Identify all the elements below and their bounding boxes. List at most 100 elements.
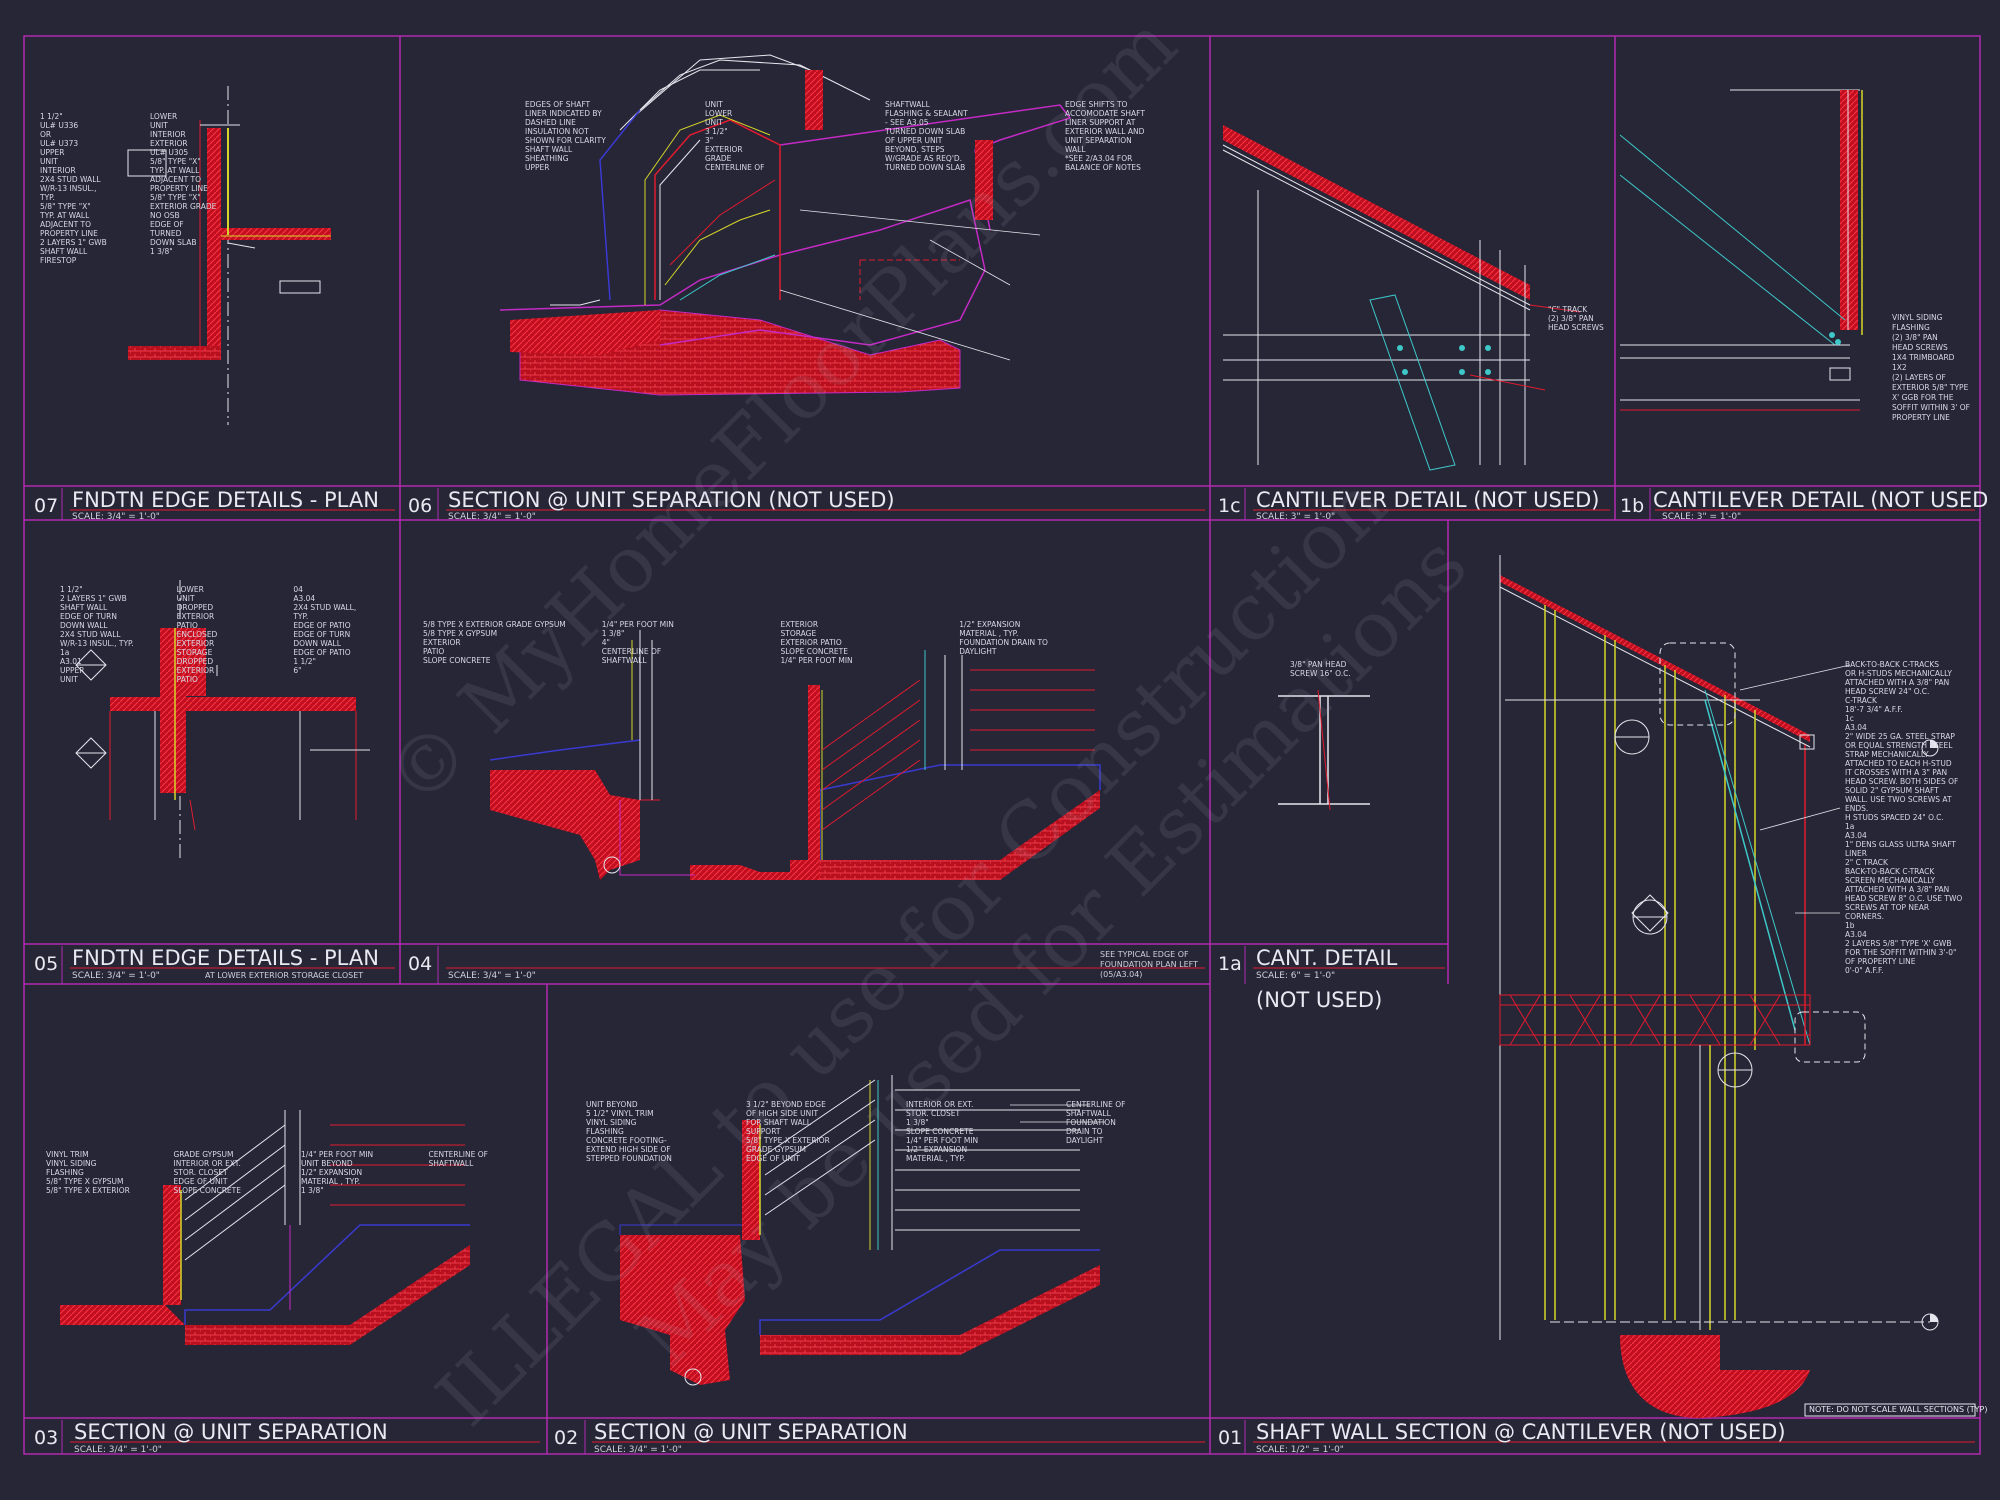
annotation-line: EXTERIOR WALL AND — [1065, 127, 1145, 136]
panel-number: 1a — [1218, 953, 1242, 975]
annotation-line: FOR SHAFT WALL — [746, 1118, 811, 1127]
annotation-line: 1 3/8" — [906, 1118, 929, 1127]
annotation-line: 5/8" TYPE "X" — [40, 202, 91, 211]
annotation-line: EXTERIOR — [176, 666, 215, 675]
annotation-line: PROPERTY LINE — [1892, 413, 1950, 422]
annotation-line: TYP. AT WALL — [40, 211, 90, 220]
panel-scale: SCALE: 6" = 1'-0" — [1256, 971, 1336, 981]
annotation-line: *SEE 2/A3.04 FOR — [1065, 154, 1133, 163]
annotation-line: EXTERIOR GRADE — [150, 202, 217, 211]
annotation-line: TURNED — [150, 229, 182, 238]
annotation-line: 1c — [1845, 714, 1854, 723]
annotation-line: TURNED DOWN SLAB — [885, 163, 966, 172]
annotation-line: BEYOND, STEPS — [885, 145, 945, 154]
panel-note: NOTE: DO NOT SCALE WALL SECTIONS (TYP) — [1809, 1405, 1988, 1414]
annotation-line: OR EQUAL STRENGTH STEEL — [1845, 741, 1953, 750]
annotation-line: 2 LAYERS 5/8" TYPE 'X' GWB — [1845, 939, 1952, 948]
annotation-line: UNIT — [40, 157, 58, 166]
annotation-line: 1/2" EXPANSION — [906, 1145, 968, 1154]
panel-number: 1c — [1218, 495, 1241, 517]
annotation-line: 04 — [293, 585, 303, 594]
annotation-line: SOLID 2" GYPSUM SHAFT — [1845, 786, 1939, 795]
annotation-line: INTERIOR OR EXT. — [173, 1159, 241, 1168]
annotation-line: LOWER — [150, 112, 178, 121]
annotation-line: GRADE GYPSUM — [746, 1145, 807, 1154]
sheet-frame — [23, 35, 1981, 1455]
panel-number: 01 — [1218, 1427, 1243, 1449]
annotation-line: EXTEND HIGH SIDE OF — [586, 1145, 671, 1154]
panel-06-drawing — [499, 54, 1072, 396]
annotation-line: UNIT — [705, 118, 723, 127]
title-bars — [61, 488, 1651, 1454]
annotation-line: WALL. USE TWO SCREWS AT — [1845, 795, 1952, 804]
panel-scale: SCALE: 3/4" = 1'-0" — [72, 971, 160, 981]
annotation-line: ATTACHED WITH A 3/8" PAN — [1845, 678, 1950, 687]
panel-scale: SCALE: 3" = 1'-0" — [1662, 512, 1742, 522]
annotation-line: 1b — [1845, 921, 1855, 930]
annotation-line: DAYLIGHT — [1066, 1136, 1104, 1145]
annotation-line: 2" WIDE 25 GA. STEEL STRAP — [1845, 732, 1955, 741]
panel-note: SEE TYPICAL EDGE OF FOUNDATION PLAN LEFT… — [1100, 950, 1199, 979]
annotation-line: SHAFT WALL — [40, 247, 88, 256]
annotation-line: SHAFT WALL — [525, 145, 573, 154]
annotation-line: SHAFTWALL — [428, 1159, 474, 1168]
annotation-line: OR — [40, 130, 52, 139]
annotation-line: (2) LAYERS OF — [1892, 373, 1946, 382]
annotation-line: EDGE OF PATIO — [293, 648, 351, 657]
panel-note: AT LOWER EXTERIOR STORAGE CLOSET — [205, 971, 364, 980]
annotation-line: EXTERIOR — [705, 145, 743, 154]
annotation-line: VINYL SIDING — [1892, 313, 1943, 322]
annotation-line: HEAD SCREW 24" O.C. — [1845, 687, 1930, 696]
annotation-line: ADJACENT TO — [40, 220, 92, 229]
annotation-line: MATERIAL , TYP. — [959, 629, 1019, 638]
panel-scale: SCALE: 3" = 1'-0" — [1256, 512, 1336, 522]
panel-number: 04 — [408, 953, 433, 975]
annotation-line: 4" — [601, 638, 610, 647]
title-underlines — [70, 509, 1975, 1443]
annotation-line: 1a — [1845, 822, 1855, 831]
annotation-line: PATIO — [176, 675, 198, 684]
panel-1a-drawing — [1278, 689, 1370, 811]
annotation-line: EXTERIOR PATIO — [780, 638, 842, 647]
annotation-line: 1a — [60, 648, 70, 657]
annotation-line: 1" DENS GLASS ULTRA SHAFT — [1845, 840, 1957, 849]
annotation-line: LINER INDICATED BY — [525, 109, 602, 118]
annotation-line: FOR THE SOFFIT WITHIN 3'-0" — [1845, 948, 1957, 957]
panel-02-drawing — [619, 1075, 1100, 1386]
annotation-line: EDGE OF — [150, 220, 184, 229]
annotation-line: UL# U305 — [150, 148, 189, 157]
annotation-line: 1/4" PER FOOT MIN — [906, 1136, 979, 1145]
annotation-line: DRAIN TO — [1066, 1127, 1103, 1136]
annotation-line: CENTERLINE OF — [1066, 1100, 1126, 1109]
panel-number: 02 — [554, 1427, 579, 1449]
annotation-line: EDGE OF UNIT — [173, 1177, 228, 1186]
annotation-line: 2 LAYERS 1" GWB — [40, 238, 107, 247]
annotation-line: 5/8 TYPE X GYPSUM — [423, 629, 498, 638]
panel-1c-drawing — [1222, 125, 1581, 471]
annotation-line: OF HIGH SIDE UNIT — [746, 1109, 819, 1118]
panel-05-drawing — [75, 580, 370, 860]
panel-01-drawing — [1499, 555, 1976, 1418]
annotation-line: PROPERTY LINE — [40, 229, 98, 238]
annotation-line: EXTERIOR — [780, 620, 819, 629]
annotation-line: SLOPE CONCRETE — [173, 1186, 241, 1195]
annotation-line: UPPER — [40, 148, 65, 157]
annotation-line: 1/4" PER FOOT MIN — [301, 1150, 374, 1159]
annotation-line: 2" C TRACK — [1845, 858, 1888, 867]
annotation-line: SHAFTWALL — [885, 100, 930, 109]
annotation-line: CONCRETE FOOTING- — [586, 1136, 667, 1145]
annotation-line: 1X4 TRIMBOARD — [1892, 353, 1955, 362]
annotation-line: 3 1/2" — [705, 127, 728, 136]
annotation-line: ATTACHED WITH A 3/8" PAN — [1845, 885, 1950, 894]
annotation-line: OR H-STUDS MECHANICALLY — [1845, 669, 1952, 678]
annotation-line: FLASHING — [1892, 323, 1930, 332]
annotation-line: INTERIOR — [150, 130, 186, 139]
annotation-line: FLASHING — [586, 1127, 624, 1136]
annotation-line: 5/8" TYPE "X" — [150, 193, 201, 202]
